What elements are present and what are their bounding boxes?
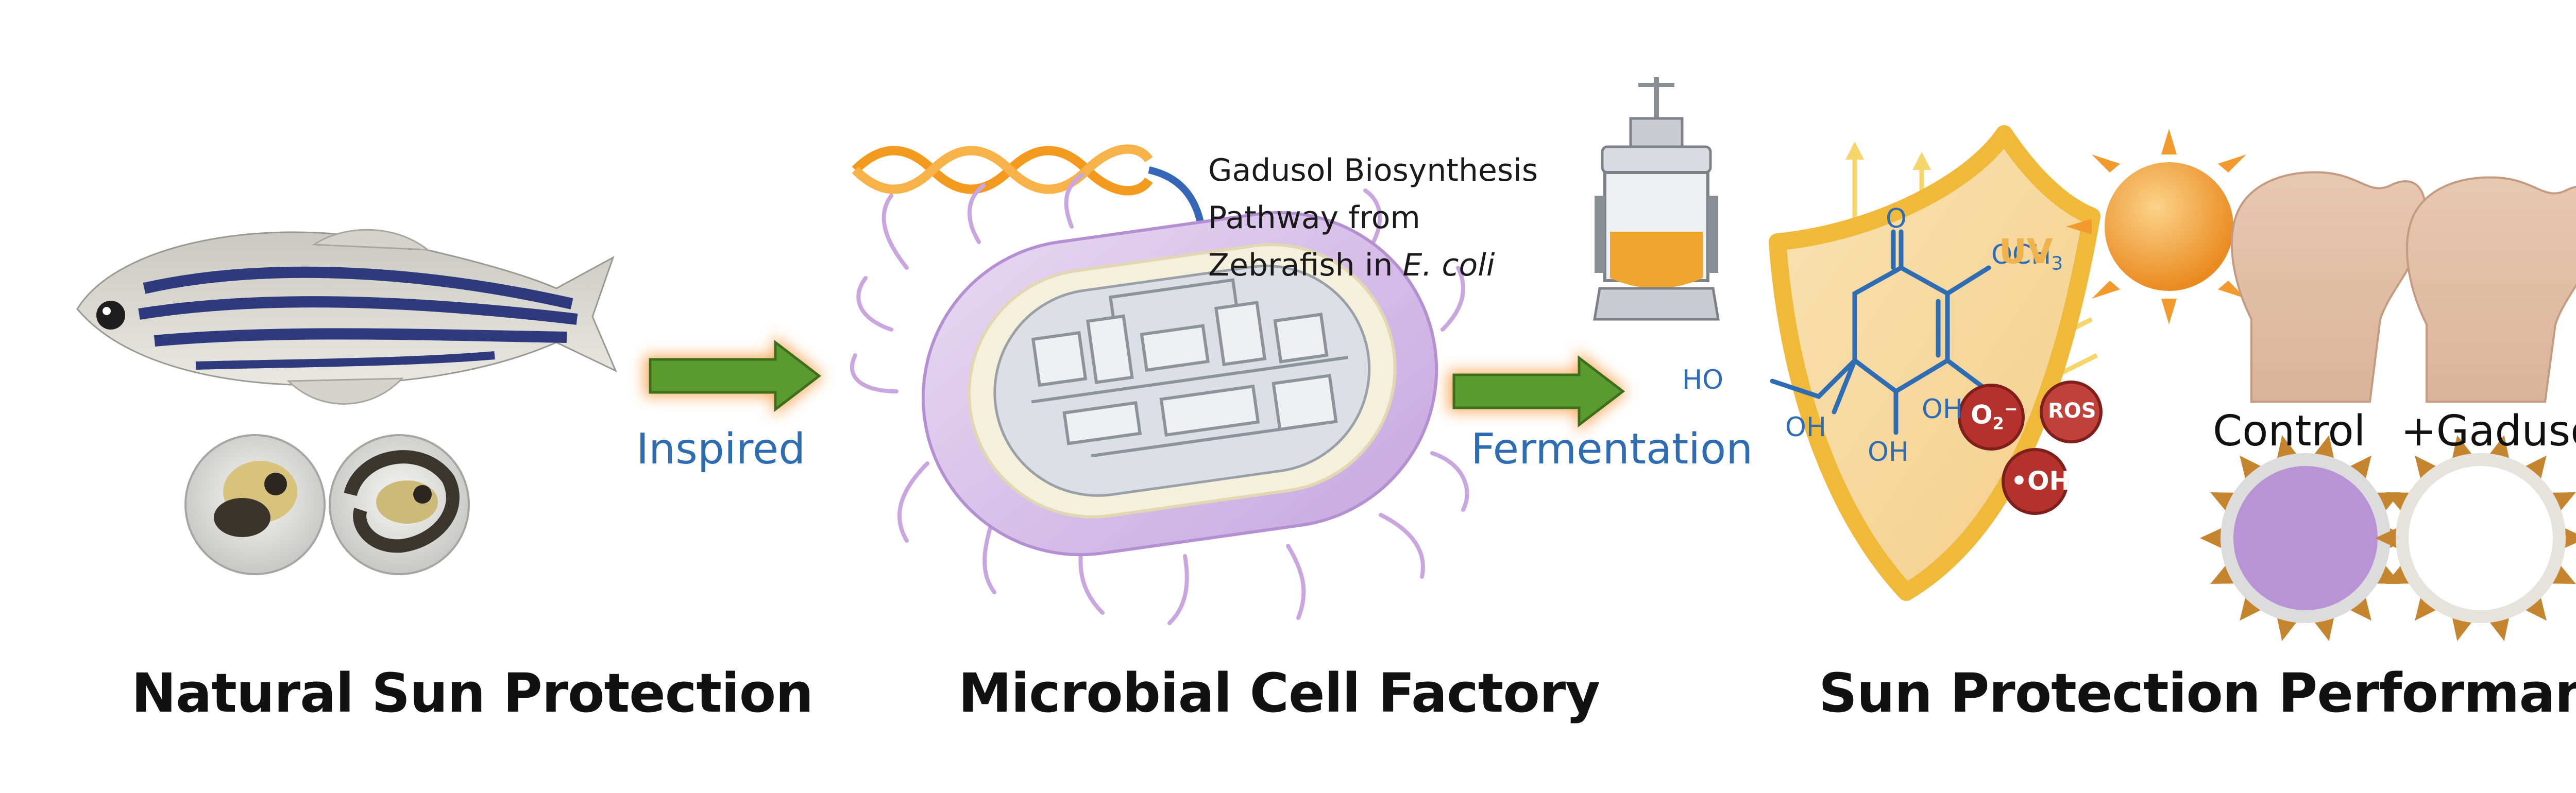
sunburst-ray	[2549, 563, 2576, 584]
sunburst-ray	[2240, 455, 2263, 481]
sunburst-ray	[2200, 527, 2224, 549]
superoxide-o: O	[1971, 400, 1993, 430]
ros-bubbles	[1958, 381, 2103, 515]
pathway-note-line3: Zebrafish in E. coli	[1208, 242, 1538, 289]
section-title-natural: Natural Sun Protection	[131, 662, 814, 725]
hydroxyl-dot: •	[2011, 466, 2027, 496]
sunburst-ray	[2210, 492, 2237, 513]
molecule-ketone-o: O	[1886, 203, 1907, 234]
superoxide-sub: 2	[1992, 413, 2004, 434]
superoxide-sup: −	[2004, 399, 2018, 419]
hand-gadusol-icon	[2405, 176, 2576, 403]
gadusol-disc-icon	[2375, 435, 2576, 641]
molecule-oh-ring1: OH	[1785, 412, 1827, 443]
control-disc-icon	[2200, 435, 2411, 641]
sunburst-ray	[2562, 527, 2576, 549]
sunburst-ray	[2210, 563, 2237, 584]
molecule-hydroxymethyl: HO	[1682, 365, 1724, 395]
fermentation-arrow	[1448, 350, 1628, 433]
hydroxyl-text: OH	[2027, 466, 2071, 496]
bioreactor-icon	[1593, 77, 1720, 321]
molecule-methoxy: OCH3	[1991, 239, 2063, 274]
pathway-note: Gadusol Biosynthesis Pathway from Zebraf…	[1208, 147, 1538, 289]
flow-label-fermentation: Fermentation	[1471, 425, 1753, 474]
zebrafish-embryo-icon	[184, 434, 470, 575]
ros-label: ROS	[2048, 399, 2096, 423]
inspired-arrow	[644, 335, 824, 417]
molecule-oh-enol: OH	[1922, 394, 1963, 425]
pathway-note-organism: E. coli	[1402, 247, 1495, 283]
ros-hydroxyl-label: •OH	[2011, 466, 2071, 496]
pathway-note-line3-prefix: Zebrafish in	[1208, 247, 1403, 283]
sample-label-gadusol: +Gadusol	[2401, 407, 2576, 456]
sun-icon	[2066, 129, 2272, 324]
sunburst-ray	[2348, 455, 2371, 481]
section-title-performance: Sun Protection Performance	[1819, 662, 2576, 725]
sunburst-ray	[2523, 595, 2547, 621]
methoxy-subscript: 3	[2051, 253, 2063, 274]
sunburst-ray	[2240, 595, 2263, 621]
sunburst-ray	[2385, 563, 2412, 584]
bacterium-cell-icon	[850, 173, 1469, 625]
flow-label-inspired: Inspired	[636, 425, 806, 474]
sunburst-ray	[2549, 492, 2576, 513]
dna-helix-icon	[852, 144, 1153, 196]
ros-superoxide-label: O2−	[1971, 399, 2018, 434]
sunburst-ray	[2415, 595, 2438, 621]
section-title-factory: Microbial Cell Factory	[958, 662, 1600, 725]
sunburst-ray	[2523, 455, 2547, 481]
gadusol-molecule	[1770, 229, 1991, 435]
sunburst-ray	[2375, 527, 2399, 549]
zebrafish-icon	[76, 229, 617, 405]
molecule-oh-ring2: OH	[1868, 437, 1909, 468]
hand-control-icon	[2230, 171, 2427, 403]
pathway-note-line1: Gadusol Biosynthesis	[1208, 152, 1538, 188]
pathway-note-line2: Pathway from	[1208, 200, 1420, 236]
sunburst-ray	[2385, 492, 2412, 513]
sample-label-control: Control	[2213, 407, 2366, 456]
methoxy-text: OCH	[1991, 239, 2052, 270]
shield-icon	[1769, 125, 2100, 601]
sunburst-ray	[2348, 595, 2371, 621]
uv-label: UV	[1999, 232, 2053, 271]
sunburst-ray	[2415, 455, 2438, 481]
